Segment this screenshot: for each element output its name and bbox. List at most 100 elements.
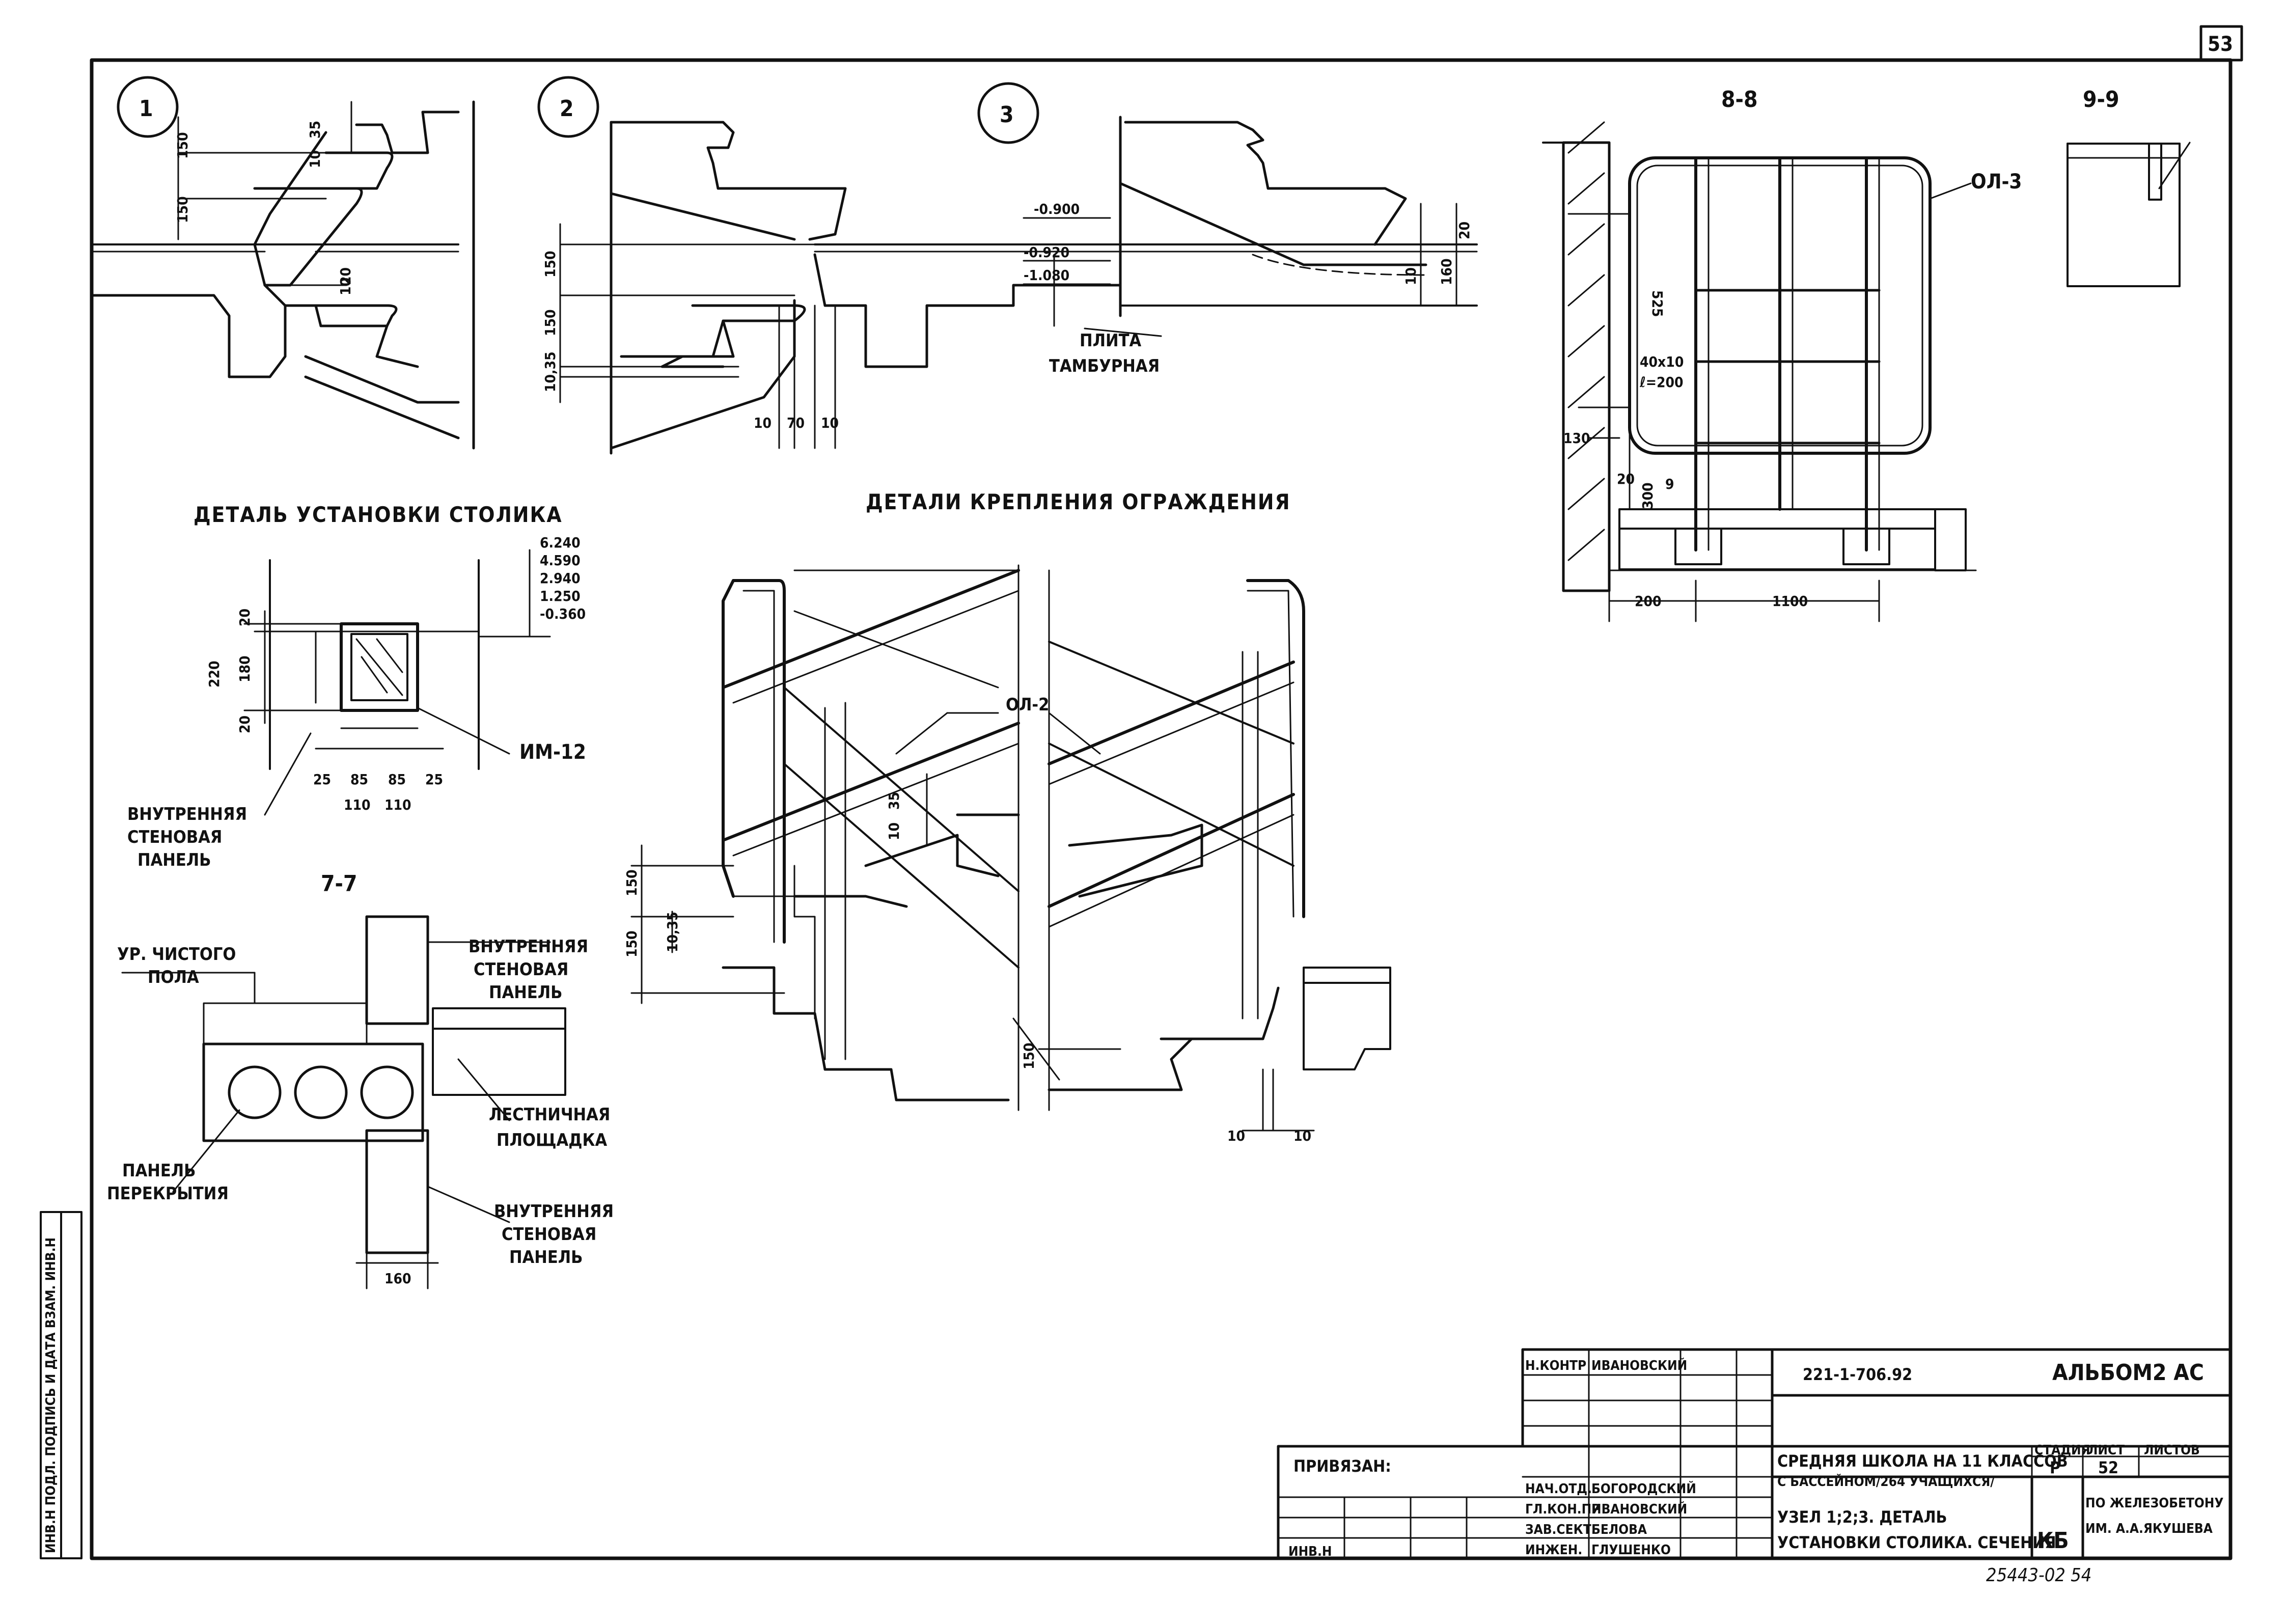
svg-text:150: 150	[542, 309, 559, 336]
label-inner-wall-2a: ВНУТРЕННЯЯ	[469, 937, 588, 957]
label-slab-b: ПЕРЕКРЫТИЯ	[107, 1183, 229, 1204]
corner-box	[2199, 25, 2243, 62]
tb-role-1: НАЧ.ОТД.	[1525, 1481, 1592, 1497]
label-ol2: ОЛ-2	[1006, 695, 1049, 715]
tb-sheets-h: ЛИСТОВ	[2144, 1443, 2200, 1458]
svg-text:20: 20	[1617, 471, 1635, 487]
section-9-9-drawing	[2067, 142, 2191, 287]
tb-inv: ИНВ.Н	[1288, 1544, 1332, 1559]
tb-privyazan: ПРИВЯЗАН:	[1293, 1456, 1391, 1476]
svg-text:150: 150	[174, 132, 191, 159]
svg-text:20: 20	[236, 715, 253, 733]
label-inner-wall-1a: ВНУТРЕННЯЯ	[127, 804, 247, 824]
svg-text:-1.080: -1.080	[1024, 267, 1069, 284]
svg-text:130: 130	[1563, 430, 1590, 447]
label-slab-a: ПАНЕЛЬ	[122, 1161, 196, 1181]
tb-org-1: ПО ЖЕЛЕЗОБЕТОНУ	[2085, 1496, 2223, 1511]
label-inner-wall-3b: СТЕНОВАЯ	[502, 1224, 596, 1245]
railing-dims: 150 150 10,35 10 35 150 10 10	[623, 792, 1311, 1144]
tb-sheet-h: ЛИСТ	[2088, 1443, 2125, 1458]
tb-role-4: ИНЖЕН.	[1525, 1543, 1582, 1558]
table-install-dims: 220 180 20 20 25 85 85 25 110 110	[206, 609, 443, 813]
tb-album: АЛЬБОМ2 АС	[2052, 1360, 2204, 1386]
tb-org-2: ИМ. А.А.ЯКУШЕВА	[2085, 1521, 2213, 1536]
detail-3-dims: -0.900 -0.920 -1.080 20 10 160	[1024, 201, 1473, 285]
svg-text:180: 180	[236, 655, 253, 682]
svg-text:300: 300	[1639, 482, 1656, 509]
svg-text:10,35: 10,35	[664, 912, 681, 952]
svg-text:525: 525	[1649, 290, 1666, 317]
svg-text:10: 10	[1227, 1127, 1245, 1144]
svg-text:10,35: 10,35	[542, 351, 559, 392]
tb-sheet: 52	[2098, 1458, 2118, 1477]
svg-text:150: 150	[623, 930, 640, 957]
tb-stage: Р	[2050, 1458, 2060, 1477]
svg-text:6.240: 6.240	[540, 534, 581, 551]
detail-1-dims: 150 150 10 35 10 20	[174, 121, 354, 295]
title-block-grid	[1277, 1348, 2232, 1560]
svg-text:9: 9	[1665, 476, 1674, 492]
svg-text:-0.900: -0.900	[1034, 201, 1080, 217]
section-8-8-dims: 525 40x10 ℓ=200 130 300 20 200 1100 9	[1563, 290, 1808, 610]
svg-text:10: 10	[337, 278, 354, 295]
svg-text:85: 85	[388, 771, 406, 788]
tb-stage-h: СТАДИЯ	[2034, 1443, 2090, 1458]
svg-text:220: 220	[206, 660, 223, 687]
tb-sheet-title-2: УСТАНОВКИ СТОЛИКА. СЕЧЕНИЯ	[1777, 1533, 2056, 1552]
svg-text:10: 10	[307, 150, 323, 168]
tb-role-0: Н.КОНТР	[1525, 1358, 1586, 1373]
tb-project-code: 221-1-706.92	[1803, 1365, 1912, 1384]
label-tambur: ТАМБУРНАЯ	[1049, 356, 1160, 376]
tb-sheet-title-1: УЗЕЛ 1;2;3. ДЕТАЛЬ	[1777, 1507, 1947, 1527]
label-im12: ИМ-12	[519, 740, 586, 764]
tb-name-1: БОГОРОДСКИЙ	[1591, 1480, 1696, 1497]
tb-name-2: ИВАНОВСКИЙ	[1591, 1501, 1687, 1517]
svg-text:10: 10	[1293, 1127, 1311, 1144]
svg-text:70: 70	[787, 415, 805, 431]
svg-text:25: 25	[313, 771, 331, 788]
svg-text:20: 20	[1456, 222, 1473, 239]
tb-name-3: БЕЛОВА	[1591, 1522, 1647, 1537]
svg-text:20: 20	[236, 609, 253, 626]
svg-text:40x10: 40x10	[1640, 353, 1684, 370]
svg-text:110: 110	[384, 796, 411, 813]
dim-7-7-160: 160	[384, 1270, 411, 1287]
svg-text:25: 25	[425, 771, 443, 788]
label-inner-wall-1b: СТЕНОВАЯ	[127, 827, 222, 847]
level-marks: 6.240 4.590 2.940 1.250 -0.360	[540, 534, 586, 622]
detail-2-drawing	[537, 76, 1122, 455]
detail-marker-3: 3	[1000, 102, 1014, 128]
svg-text:160: 160	[1438, 258, 1455, 285]
detail-marker-1: 1	[139, 96, 153, 122]
section-title-9-9: 9-9	[2083, 87, 2119, 113]
svg-text:200: 200	[1635, 593, 1662, 610]
railing-right-drawing	[1012, 569, 1391, 1132]
svg-text:150: 150	[1021, 1042, 1037, 1069]
side-stamp-text: ИНВ.Н ПОДЛ. ПОДПИСЬ И ДАТА ВЗАМ. ИНВ.Н	[43, 1237, 59, 1553]
svg-text:-0.920: -0.920	[1024, 244, 1069, 261]
svg-text:150: 150	[623, 869, 640, 896]
label-inner-wall-3a: ВНУТРЕННЯЯ	[494, 1201, 614, 1222]
corner-sheet-number: 53	[2208, 33, 2233, 56]
svg-text:150: 150	[542, 251, 559, 278]
svg-text:35: 35	[307, 121, 323, 139]
svg-text:-0.360: -0.360	[540, 605, 586, 622]
tb-org-logo: КБ	[2037, 1528, 2069, 1554]
svg-text:1.250: 1.250	[540, 588, 581, 604]
detail-3-drawing	[977, 82, 1478, 337]
tb-role-3: ЗАВ.СЕКТ.	[1525, 1522, 1596, 1537]
section-title-7-7: 7-7	[321, 871, 357, 897]
section-7-7-drawing	[121, 915, 566, 1289]
tb-name-0: ИВАНОВСКИЙ	[1591, 1357, 1687, 1373]
label-inner-wall-2b: СТЕНОВАЯ	[474, 959, 568, 980]
tb-name-4: ГЛУШЕНКО	[1591, 1543, 1671, 1558]
svg-text:10: 10	[754, 415, 772, 431]
title-block-text: ПРИВЯЗАН: ИНВ.Н 221-1-706.92 АЛЬБОМ2 АС …	[1288, 1357, 2223, 1559]
svg-text:85: 85	[350, 771, 368, 788]
svg-text:ℓ=200: ℓ=200	[1639, 374, 1684, 391]
heading-railing-details: ДЕТАЛИ КРЕПЛЕНИЯ ОГРАЖДЕНИЯ	[866, 489, 1291, 514]
label-inner-wall-3c: ПАНЕЛЬ	[509, 1247, 583, 1268]
svg-text:10: 10	[886, 822, 902, 840]
detail-marker-2: 2	[560, 96, 574, 122]
